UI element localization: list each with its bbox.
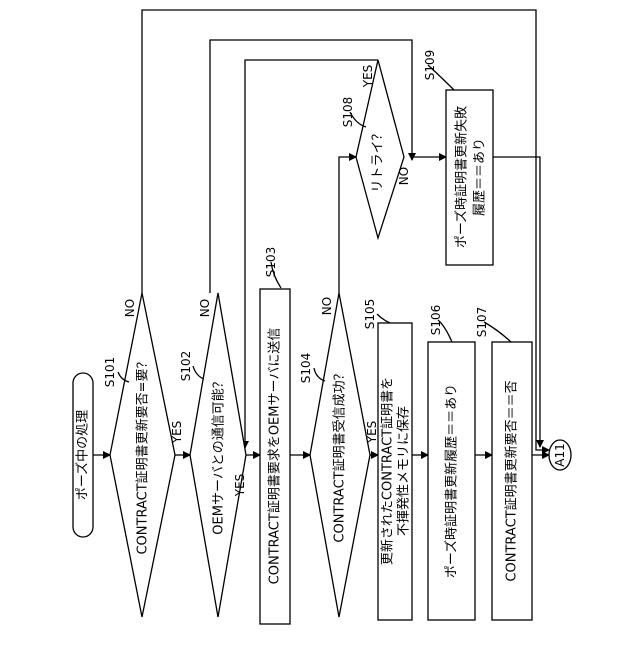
branch-s104-no: NO [320,297,334,315]
step-label-s103: S103 [264,247,278,278]
step-label-s101: S101 [103,357,117,388]
branch-s102-no: NO [198,299,212,317]
process-s107-text: CONTRACT証明書更新要否＝＝否 [504,380,520,581]
process-s105-text-line1: 更新されたCONTRACT証明書を [380,377,396,565]
process-s105-text-line2: 不揮発性メモリに保存 [397,406,412,536]
start-terminal-text: ポーズ中の処理 [75,410,91,500]
connector-a11-text: A11 [553,443,567,466]
branch-s102-yes: YES [233,474,247,498]
leader-s105 [377,314,390,323]
branch-s108-no: NO [397,167,411,185]
process-s103-text: CONTRACT証明書要求をOEMサーバに送信 [268,328,283,585]
branch-s108-yes: YES [361,65,375,89]
step-label-s104: S104 [299,353,313,384]
flow-s104-no [339,157,356,293]
step-label-s106: S106 [429,305,443,336]
decision-s108-text: リトライ？ [371,127,386,192]
step-label-s108: S108 [341,97,355,128]
decision-s102-text: OEMサーバとの通信可能？ [212,375,227,534]
leader-s102 [193,366,204,379]
step-label-s105: S105 [363,299,377,330]
process-s106-text: ポーズ時証明書更新履歴＝＝あり [444,384,460,578]
step-label-s102: S102 [179,351,193,382]
step-label-s109: S109 [423,50,437,81]
step-label-s107: S107 [475,307,489,338]
branch-s101-yes: YES [170,421,184,445]
process-s109-text-line2: 履歴＝＝あり [473,138,488,216]
decision-s101-text: CONTRACT証明書更新要否=要？ [135,355,151,554]
branch-s101-no: NO [123,299,137,317]
branch-s104-yes: YES [365,421,379,445]
decision-s104-text: CONTRACT証明書受信成功？ [333,367,348,542]
process-s109-text-line1: ポーズ時証明書更新失敗 [454,106,470,248]
